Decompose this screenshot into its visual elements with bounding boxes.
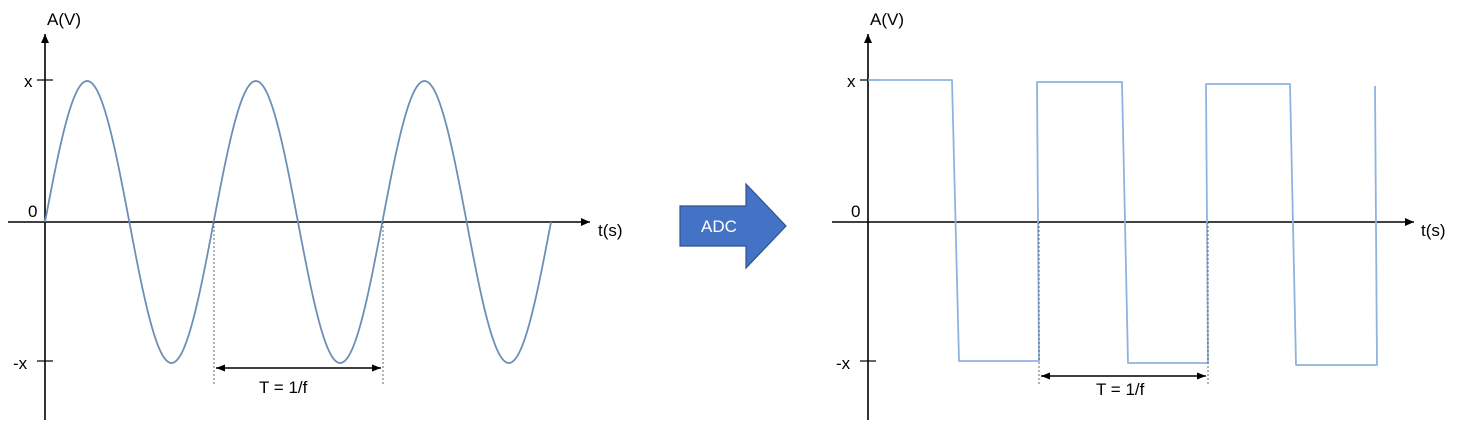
- left-plot: A(V) t(s) x 0 -x T = 1/f: [8, 10, 623, 420]
- right-tick-label-zero: 0: [851, 202, 860, 221]
- square-wave-curve: [868, 79, 1378, 366]
- right-tick-label-bottom: -x: [836, 354, 851, 373]
- left-tick-label-zero: 0: [28, 202, 37, 221]
- right-tick-label-top: x: [847, 72, 856, 91]
- right-plot: A(V) t(s) x 0 -x T = 1/f: [832, 10, 1446, 420]
- left-tick-label-bottom: -x: [13, 354, 28, 373]
- left-x-axis-label: t(s): [598, 221, 623, 240]
- right-x-axis-label: t(s): [1421, 221, 1446, 240]
- left-tick-label-top: x: [24, 72, 33, 91]
- adc-arrow-shape: [679, 182, 787, 270]
- left-period-label: T = 1/f: [259, 378, 308, 397]
- right-period-label: T = 1/f: [1096, 380, 1145, 399]
- left-y-axis-label: A(V): [47, 10, 81, 29]
- right-y-axis-label: A(V): [870, 10, 904, 29]
- adc-conversion-arrow: ADC: [679, 182, 787, 270]
- adc-arrow-label: ADC: [701, 217, 737, 236]
- sine-wave-curve: [44, 80, 552, 364]
